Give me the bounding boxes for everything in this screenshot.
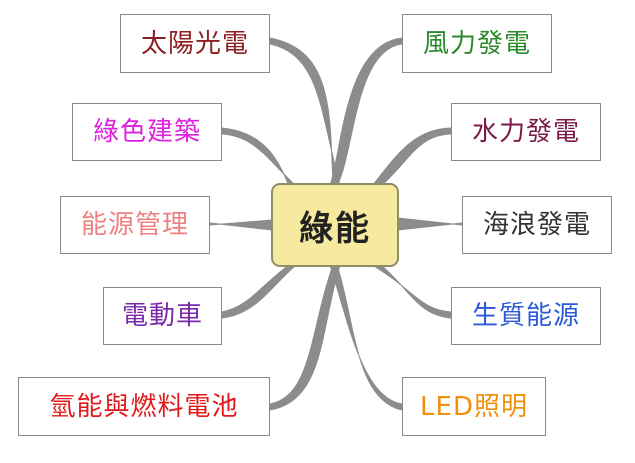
connector-hydrogen-fuel-cell <box>269 264 341 411</box>
connector-wave <box>397 217 463 231</box>
topic-wave[interactable]: 海浪發電 <box>462 196 612 254</box>
topic-label: 生質能源 <box>471 301 580 331</box>
topic-label: 海浪發電 <box>482 210 591 240</box>
connector-energy-management <box>209 219 273 231</box>
topic-biomass[interactable]: 生質能源 <box>451 287 601 345</box>
topic-hydro[interactable]: 水力發電 <box>451 103 601 161</box>
topic-label: 氫能與燃料電池 <box>49 391 239 422</box>
connector-electric-vehicle <box>221 264 297 319</box>
connector-solar <box>269 37 341 187</box>
topic-hydrogen-fuel-cell[interactable]: 氫能與燃料電池 <box>18 377 270 436</box>
topic-led-lighting[interactable]: LED照明 <box>402 377 546 436</box>
topic-solar[interactable]: 太陽光電 <box>120 14 270 73</box>
connector-hydro <box>371 127 452 187</box>
topic-label: 水力發電 <box>471 117 580 147</box>
connector-wind <box>329 37 403 187</box>
topic-green-building[interactable]: 綠色建築 <box>72 103 222 161</box>
topic-label: 太陽光電 <box>140 28 249 59</box>
connector-green-building <box>221 127 297 187</box>
central-topic[interactable]: 綠能 <box>271 183 399 267</box>
topic-wind[interactable]: 風力發電 <box>402 14 552 73</box>
connector-biomass <box>371 264 452 319</box>
topic-label: 風力發電 <box>422 28 531 59</box>
central-topic-label: 綠能 <box>299 208 371 249</box>
topic-label: 電動車 <box>121 301 203 331</box>
topic-electric-vehicle[interactable]: 電動車 <box>103 287 222 345</box>
topic-label: LED照明 <box>420 391 528 422</box>
connector-led <box>329 264 403 411</box>
topic-label: 綠色建築 <box>92 117 201 147</box>
topic-energy-management[interactable]: 能源管理 <box>60 196 210 254</box>
topic-label: 能源管理 <box>80 210 189 240</box>
